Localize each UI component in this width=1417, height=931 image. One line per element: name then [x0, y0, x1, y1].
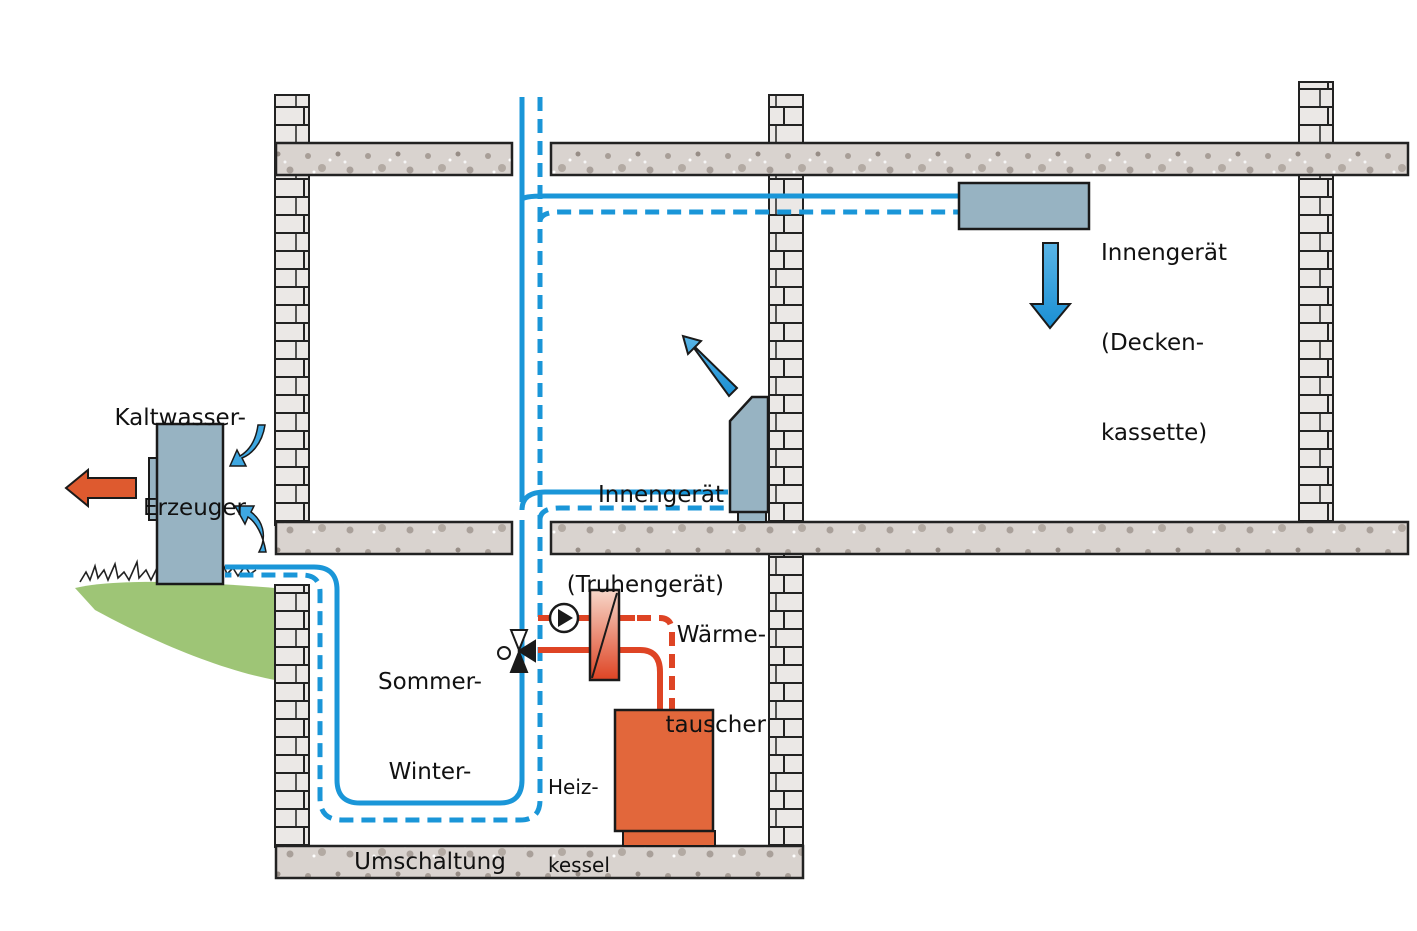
label-switchover-line3: Umschaltung	[354, 849, 506, 875]
label-boiler: Heiz- kessel	[548, 722, 610, 904]
cool-air-diagonal-arrow-icon	[681, 334, 739, 398]
label-heat-exchanger-line2: tauscher	[665, 712, 766, 738]
heating-boiler-icon	[613, 708, 716, 847]
label-ceiling-unit-line2: (Decken-	[1101, 330, 1205, 356]
warm-air-out-arrow-icon	[64, 467, 137, 509]
label-ceiling-unit: Innengerät (Decken- kassette)	[1101, 178, 1227, 478]
label-chiller-line1: Kaltwasser-	[114, 405, 247, 431]
wall-left-lower	[274, 584, 310, 848]
label-chiller: Kaltwasser- Erzeuger	[90, 343, 247, 553]
label-ceiling-unit-line3: kassette)	[1101, 420, 1208, 446]
circulation-pump-icon	[548, 602, 580, 634]
slab-mid-right	[549, 520, 1410, 556]
label-boiler-line2: kessel	[548, 853, 610, 877]
label-heat-exchanger-line1: Wärme-	[676, 622, 766, 648]
heating-return	[615, 615, 675, 712]
floor-console-icon	[728, 395, 770, 523]
air-in-arrow-bottom-icon	[233, 505, 267, 553]
slabs	[274, 141, 1410, 880]
slab-mid-left	[274, 520, 514, 556]
label-floor-unit-line1: Innengerät	[598, 482, 724, 508]
ceiling-cassette-icon	[957, 181, 1091, 231]
label-floor-unit-line2: (Truhengerät)	[566, 572, 724, 598]
return-riser	[225, 97, 958, 823]
wall-middle	[768, 94, 804, 848]
label-chiller-line2: Erzeuger	[143, 495, 246, 521]
chiller-unit-icon	[148, 422, 225, 586]
label-switchover-line2: Winter-	[388, 759, 472, 785]
slab-bottom	[274, 844, 805, 880]
label-heat-exchanger: Wärme- tauscher	[640, 560, 766, 770]
label-switchover-line1: Sommer-	[378, 669, 482, 695]
three-way-valve-icon	[497, 629, 536, 673]
label-ceiling-unit-line1: Innengerät	[1101, 240, 1227, 266]
cold-water-pipes	[225, 97, 958, 823]
air-in-arrow-top-icon	[228, 424, 266, 467]
cool-air-down-arrow-icon	[1028, 242, 1073, 330]
plate-heat-exchanger-icon	[588, 588, 621, 682]
label-floor-unit: Innengerät (Truhengerät)	[540, 420, 724, 630]
slab-top-right	[549, 141, 1410, 177]
supply-riser	[225, 97, 958, 806]
label-boiler-line1: Heiz-	[548, 775, 599, 799]
slab-top-left	[274, 141, 514, 177]
label-switchover: Sommer- Winter- Umschaltung	[345, 607, 515, 907]
